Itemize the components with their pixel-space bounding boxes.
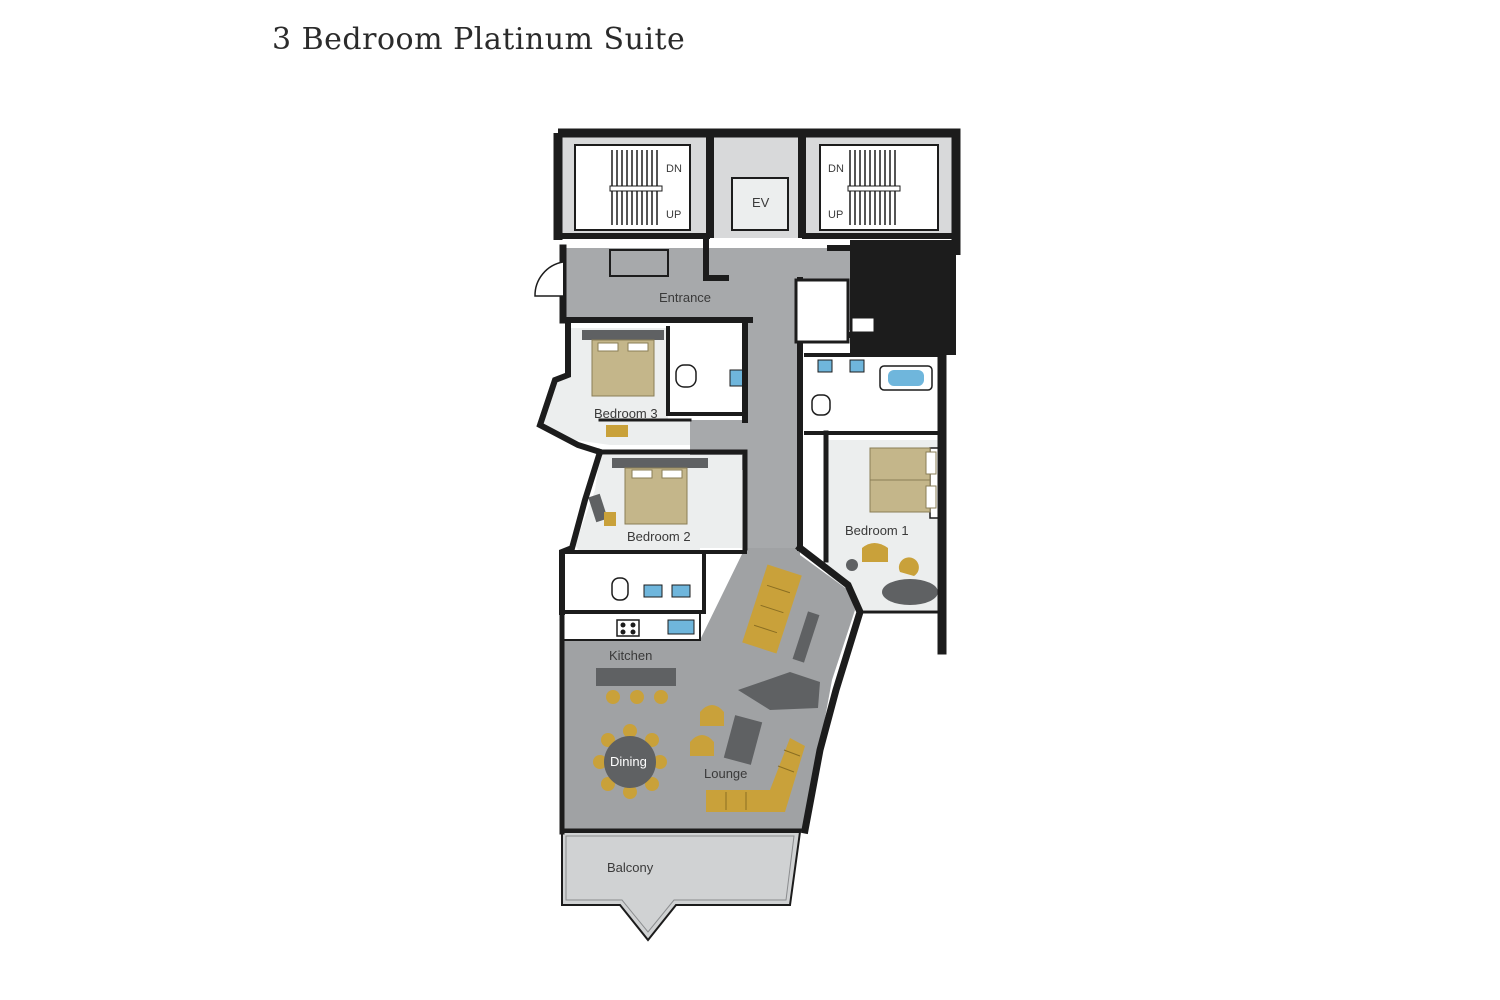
living-area: Kitchen Dining — [561, 548, 855, 830]
entrance-door — [534, 261, 564, 297]
entrance-corridor — [563, 248, 850, 560]
stair-right: DN UP — [819, 144, 939, 231]
dining-table: Dining — [593, 724, 667, 799]
bedroom-1-label: Bedroom 1 — [845, 523, 909, 538]
entrance-closet — [609, 249, 669, 277]
powder-room — [794, 278, 850, 344]
balcony-label: Balcony — [607, 860, 654, 875]
stair-right-up-label: UP — [828, 209, 843, 221]
bedroom-3-label: Bedroom 3 — [594, 406, 658, 421]
elevator: EV — [731, 177, 789, 231]
dining-label: Dining — [610, 754, 647, 769]
page-title: 3 Bedroom Platinum Suite — [272, 22, 686, 57]
bedroom-2: Bedroom 2 — [575, 455, 742, 552]
entrance-label: Entrance — [659, 290, 711, 305]
stair-left: DN UP — [574, 144, 691, 231]
building-core: DN UP EV DN UP — [553, 128, 961, 255]
stair-left-up-label: UP — [666, 209, 681, 221]
stair-right-down-label: DN — [828, 163, 844, 175]
bedroom-3: Bedroom 3 — [540, 328, 746, 445]
lounge-label: Lounge — [704, 766, 747, 781]
bedroom-2-ensuite — [562, 552, 704, 604]
kitchen-label: Kitchen — [609, 648, 652, 663]
elevator-label: EV — [752, 195, 770, 210]
balcony: Balcony — [561, 831, 802, 942]
stair-left-down-label: DN — [666, 163, 682, 175]
bedroom-2-label: Bedroom 2 — [627, 529, 691, 544]
service-shaft — [850, 240, 956, 355]
